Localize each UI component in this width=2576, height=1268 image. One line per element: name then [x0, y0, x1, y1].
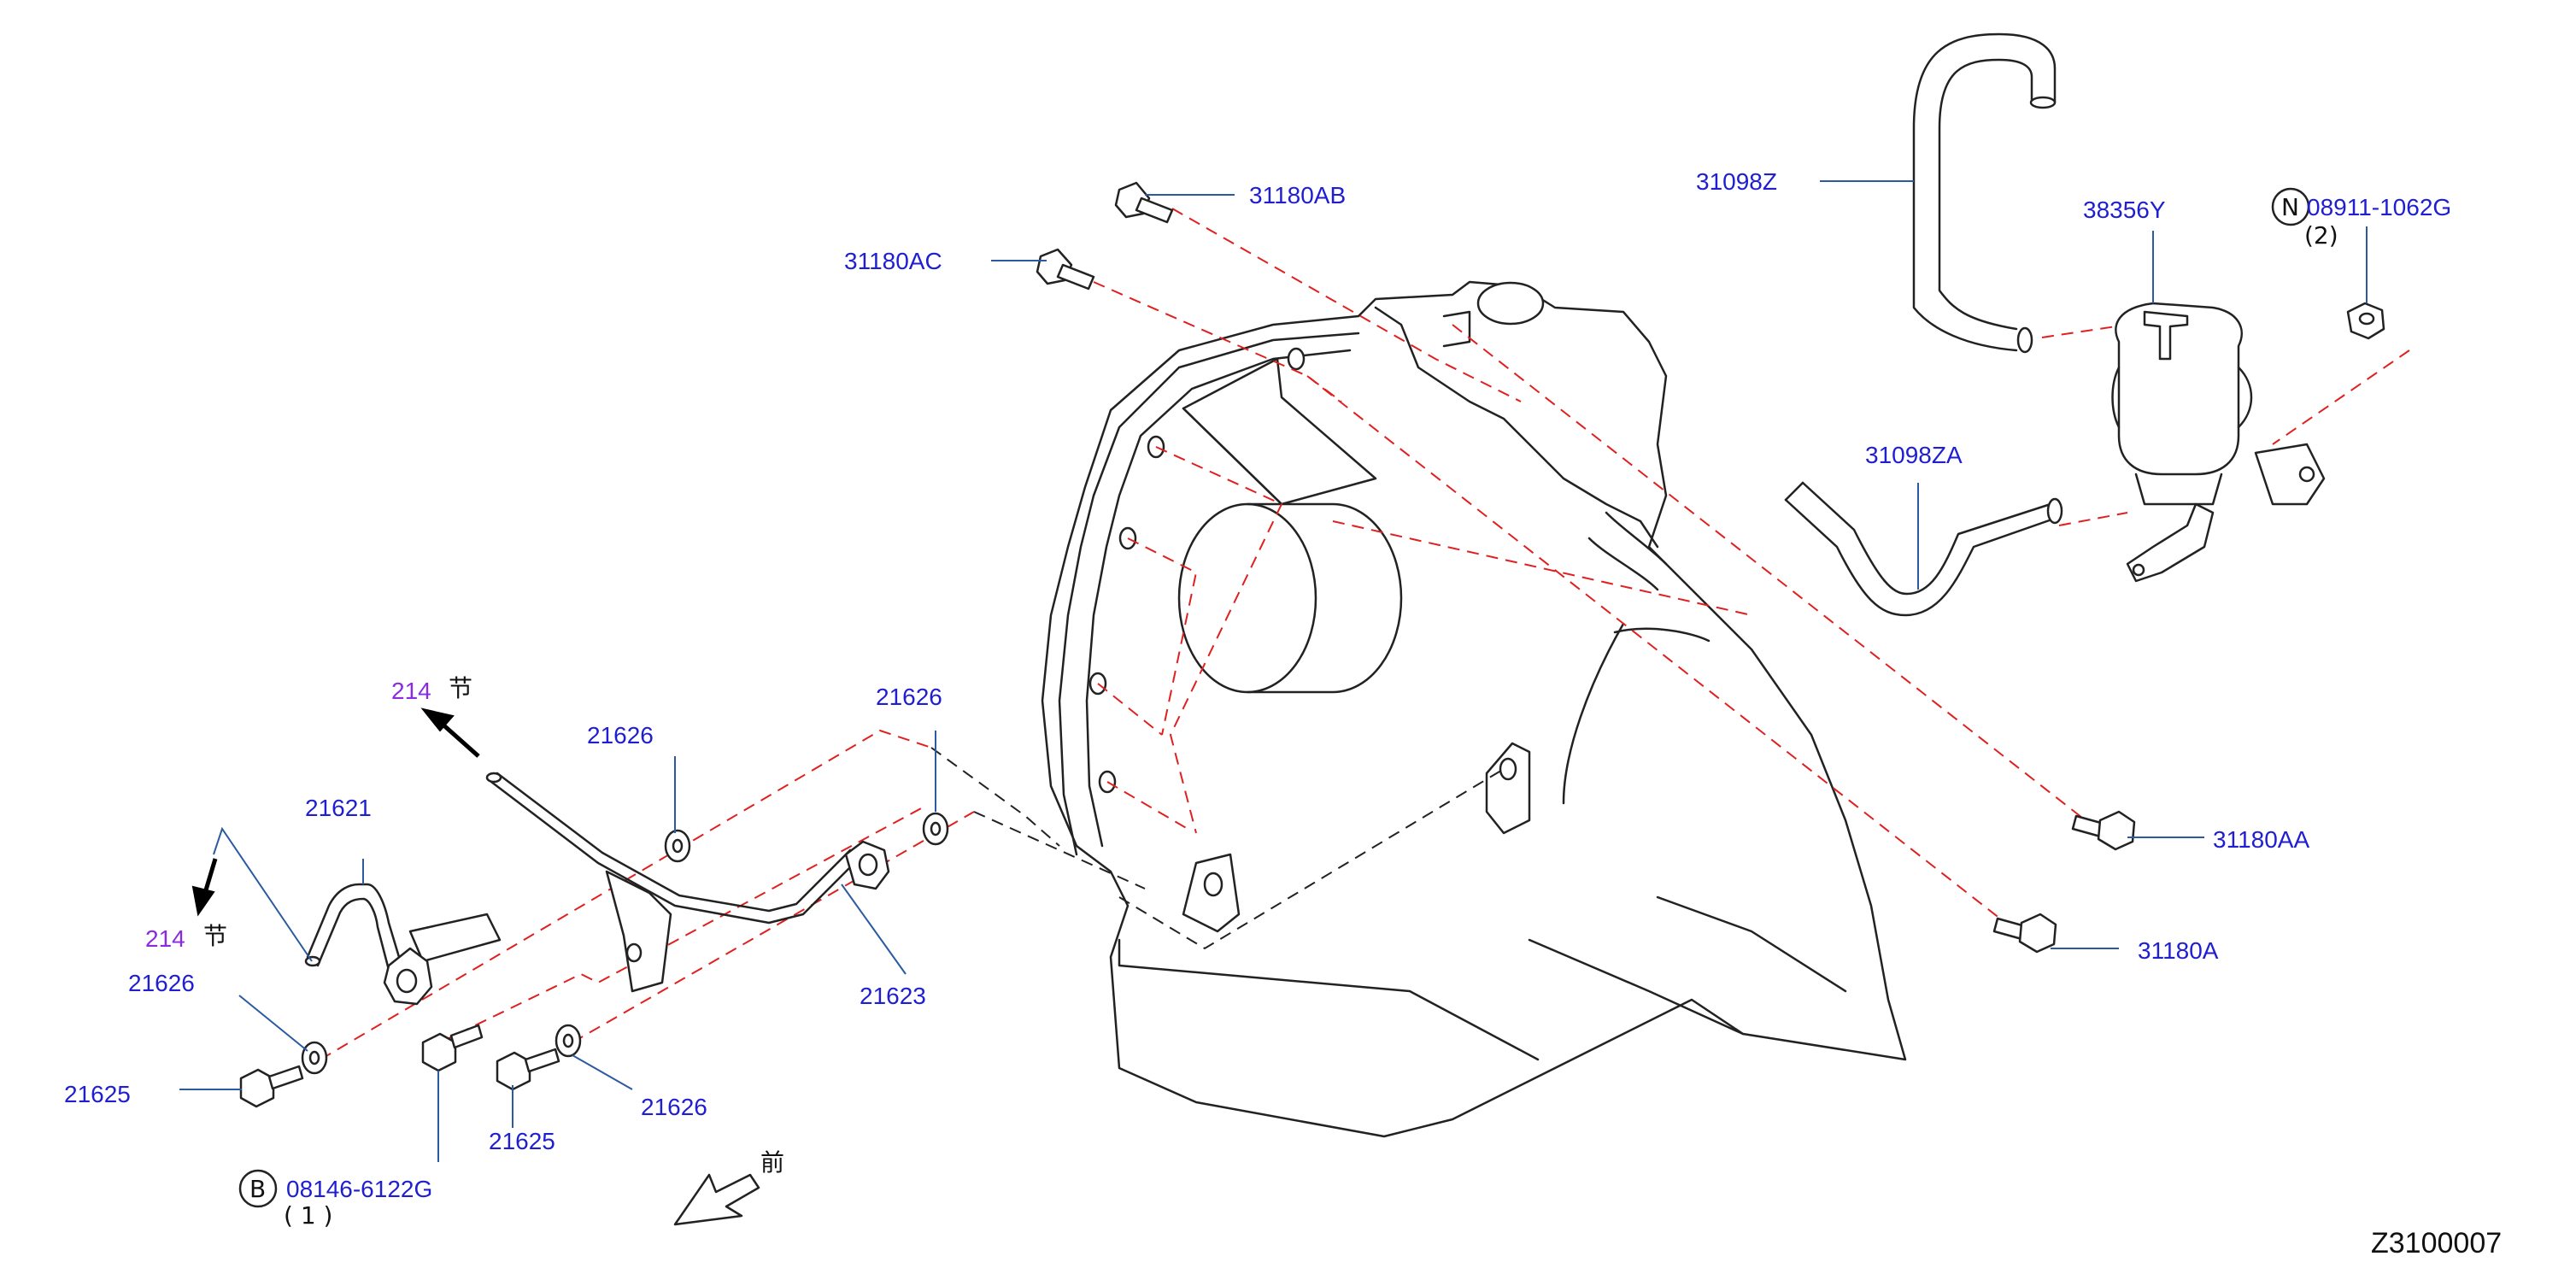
arrow-214-top-icon [420, 707, 480, 758]
arrow-214-left-icon [191, 826, 313, 962]
part-labels: 31180AB 31180AC 31098Z 38356Y N 08911-10… [64, 168, 2502, 1259]
bolt-31180AA[interactable] [2071, 810, 2136, 851]
front-label: 前 [760, 1148, 784, 1177]
badge-B-icon: B [238, 1169, 278, 1208]
washer-21626-c[interactable] [301, 1041, 328, 1075]
badge-N-icon: N [2271, 187, 2310, 226]
label-08911-1062G[interactable]: 08911-1062G [2307, 194, 2451, 220]
bolt-21625-b[interactable] [496, 1048, 560, 1091]
front-arrow-icon [673, 1173, 760, 1226]
label-31098ZA[interactable]: 31098ZA [1865, 442, 1963, 468]
washer-21626-b[interactable] [922, 812, 949, 846]
washer-21626-d[interactable] [555, 1024, 582, 1058]
label-08146-6122G[interactable]: 08146-6122G [286, 1176, 432, 1202]
alignment-lines [320, 208, 2410, 1060]
bolt-31180AB[interactable] [1114, 181, 1174, 224]
label-08146-qty: ( 1 ) [284, 1201, 332, 1230]
badge-N-label: N [2281, 193, 2299, 221]
hose-31098Z[interactable] [1912, 32, 2057, 354]
label-08911-qty: (2) [2304, 221, 2338, 249]
label-21621[interactable]: 21621 [305, 795, 372, 821]
ref-214-top[interactable]: 214 [391, 678, 431, 704]
label-38356Y[interactable]: 38356Y [2083, 197, 2166, 223]
label-21623[interactable]: 21623 [860, 983, 926, 1009]
transmission-case [1041, 280, 1907, 1138]
bolt-08146-6122G[interactable] [421, 1024, 484, 1072]
leader-lines [179, 180, 2368, 1162]
tube-21623[interactable] [485, 772, 890, 993]
drawing-id: Z3100007 [2371, 1227, 2502, 1259]
label-31180AA[interactable]: 31180AA [2213, 826, 2309, 853]
label-21626-b[interactable]: 21626 [876, 684, 942, 710]
label-31180A[interactable]: 31180A [2138, 937, 2219, 964]
ref-214-top-char: 节 [449, 674, 472, 702]
nut-08911-1062G[interactable] [2346, 302, 2385, 340]
label-31180AB[interactable]: 31180AB [1249, 182, 1346, 208]
ref-214-left[interactable]: 214 [145, 925, 185, 952]
label-21625-a[interactable]: 21625 [64, 1081, 131, 1107]
label-21626-c[interactable]: 21626 [128, 970, 195, 996]
label-21626-a[interactable]: 21626 [587, 722, 654, 748]
ref-214-left-char: 节 [203, 922, 227, 950]
bolt-31180AC[interactable] [1036, 248, 1095, 291]
label-21626-d[interactable]: 21626 [641, 1094, 707, 1120]
label-21625-b[interactable]: 21625 [489, 1128, 555, 1154]
hose-31098ZA[interactable] [1784, 481, 2063, 617]
label-31098Z[interactable]: 31098Z [1696, 168, 1777, 195]
canister-38356Y[interactable] [2111, 302, 2326, 583]
bolt-21625-a[interactable] [239, 1065, 304, 1108]
washer-21626-a[interactable] [664, 829, 691, 863]
label-31180AC[interactable]: 31180AC [844, 248, 942, 274]
badge-B-label: B [249, 1175, 266, 1203]
bolt-31180A[interactable] [1992, 913, 2057, 954]
tube-21621[interactable] [304, 883, 502, 1006]
